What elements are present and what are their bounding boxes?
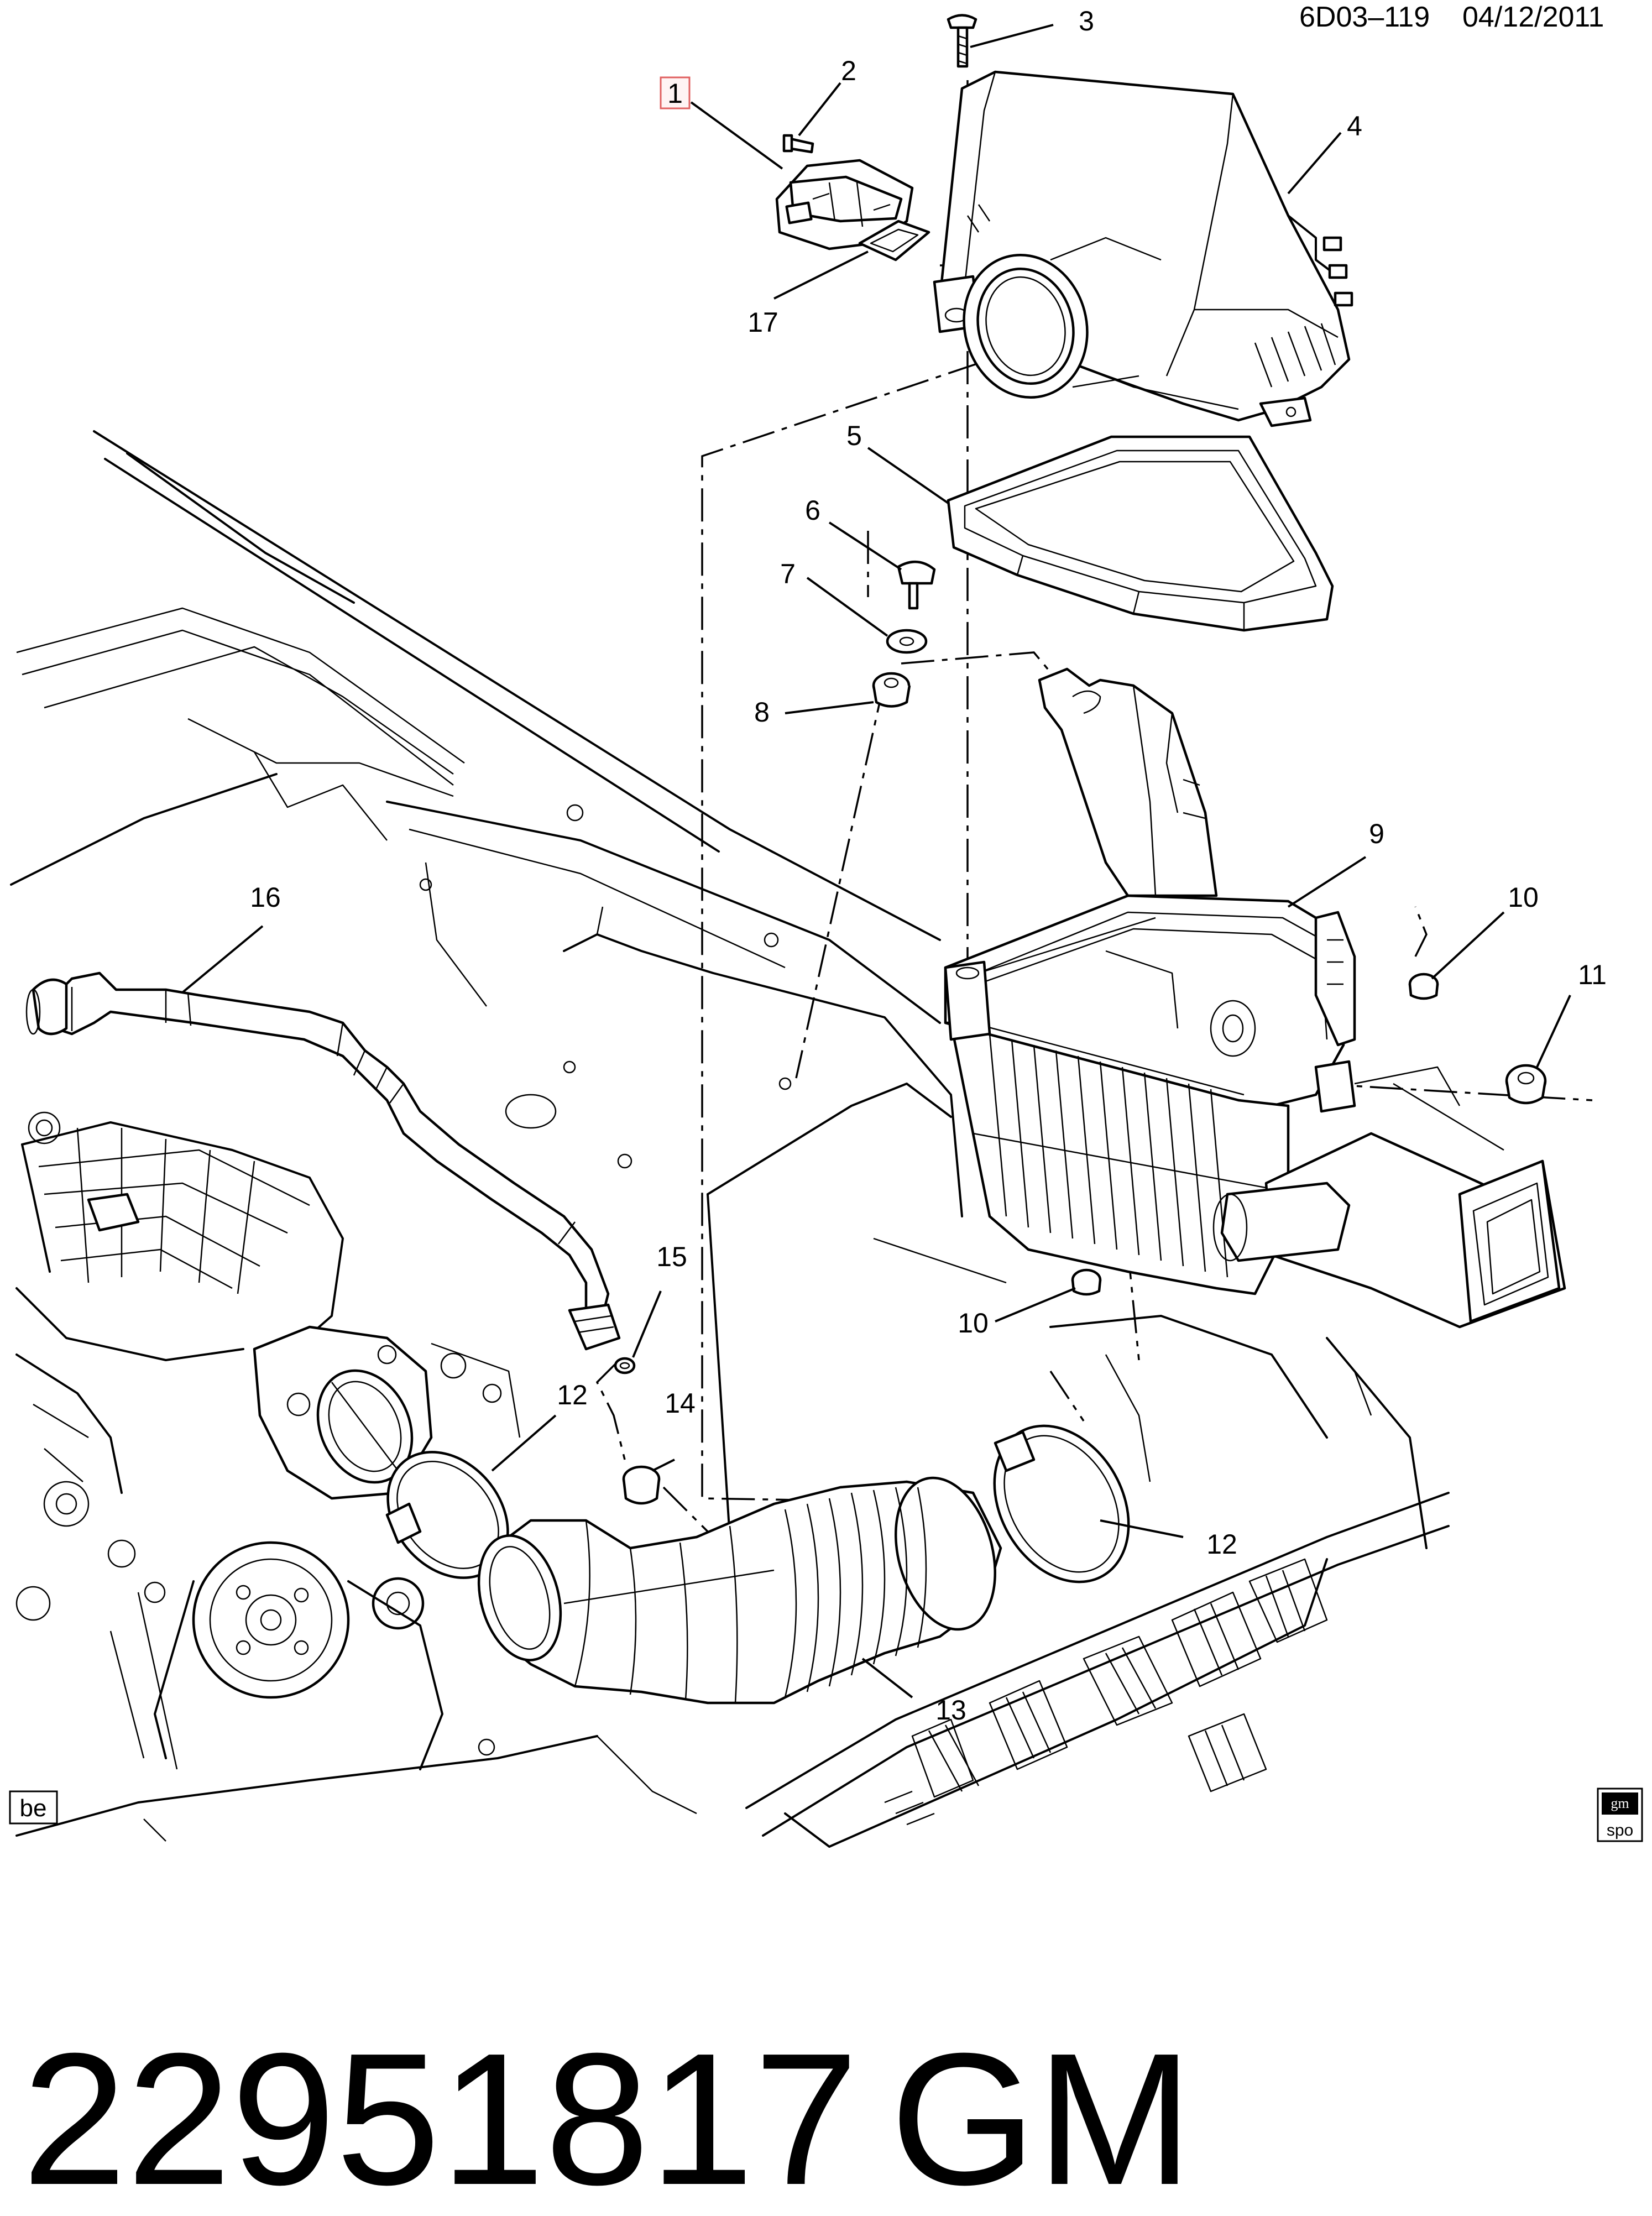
callout-14[interactable]: 14 [665, 1388, 696, 1419]
callout-12-left[interactable]: 12 [557, 1379, 588, 1410]
footer: 22951817 GM [22, 2014, 1193, 2216]
part-4-air-cleaner-cover[interactable] [933, 70, 1353, 427]
callout-numbers: 1 2 3 4 5 6 7 8 9 10 11 10 12 12 13 14 1… [250, 6, 1607, 1726]
part-7-washer[interactable] [886, 629, 928, 654]
leader-lines [181, 24, 1571, 1698]
callout-1-highlight-box [660, 76, 691, 109]
callout-9[interactable]: 9 [1369, 818, 1384, 849]
diagram-code: 6D03–119 [1299, 1, 1430, 33]
view-label-box: be [9, 1790, 58, 1825]
view-label: be [20, 1795, 47, 1822]
part-13-air-intake-duct[interactable] [466, 1467, 1011, 1705]
callout-10-upper[interactable]: 10 [1508, 882, 1539, 913]
logo-line-1: gm [1611, 1795, 1629, 1811]
callout-4[interactable]: 4 [1347, 111, 1362, 142]
part-6-bolt[interactable] [897, 560, 936, 610]
callout-3[interactable]: 3 [1079, 6, 1094, 36]
callout-6[interactable]: 6 [805, 495, 820, 526]
gm-spo-logo: gm spo [1597, 1788, 1643, 1842]
front-grille [745, 1492, 1450, 1848]
part-number: 22951817 [22, 2014, 859, 2216]
callout-13[interactable]: 13 [935, 1695, 966, 1726]
part-16-pcv-hose[interactable] [25, 971, 621, 1351]
part-9-air-cleaner-housing[interactable] [944, 667, 1566, 1329]
part-5-air-filter[interactable] [947, 435, 1334, 632]
vehicle-body-background [10, 430, 1450, 1848]
engine-assembly [15, 1111, 521, 1770]
part-3-bolt[interactable] [947, 14, 977, 68]
logo-line-2: spo [1607, 1821, 1633, 1839]
diagram-date: 04/12/2011 [1462, 1, 1604, 33]
callout-5[interactable]: 5 [846, 420, 862, 451]
part-10-grommet-lower[interactable] [1071, 1268, 1102, 1296]
part-12-clamp-right[interactable] [968, 1402, 1156, 1606]
callout-8[interactable]: 8 [754, 697, 770, 728]
diagram-header: 6D03–119 04/12/2011 [1299, 1, 1604, 33]
part-2-screw[interactable] [782, 134, 814, 154]
part-1-mass-airflow-sensor[interactable] [775, 159, 914, 250]
part-17-seal[interactable] [858, 219, 930, 262]
part-14-grommet[interactable] [622, 1465, 661, 1505]
part-8-grommet[interactable] [872, 672, 911, 708]
callout-17[interactable]: 17 [747, 307, 778, 338]
callout-16[interactable]: 16 [250, 882, 281, 913]
callout-10-lower[interactable]: 10 [958, 1308, 989, 1339]
part-11-insulator[interactable] [1505, 1064, 1547, 1105]
part-10-grommet-upper[interactable] [1408, 973, 1439, 1000]
callout-15[interactable]: 15 [656, 1241, 687, 1272]
part-15-o-ring[interactable] [614, 1357, 636, 1374]
callout-11[interactable]: 11 [1578, 959, 1607, 990]
callout-7[interactable]: 7 [780, 558, 796, 589]
callout-2[interactable]: 2 [841, 55, 856, 86]
callout-12-right[interactable]: 12 [1206, 1529, 1237, 1560]
callout-1[interactable]: 1 [667, 78, 683, 109]
brand-name: GM [890, 2014, 1193, 2216]
